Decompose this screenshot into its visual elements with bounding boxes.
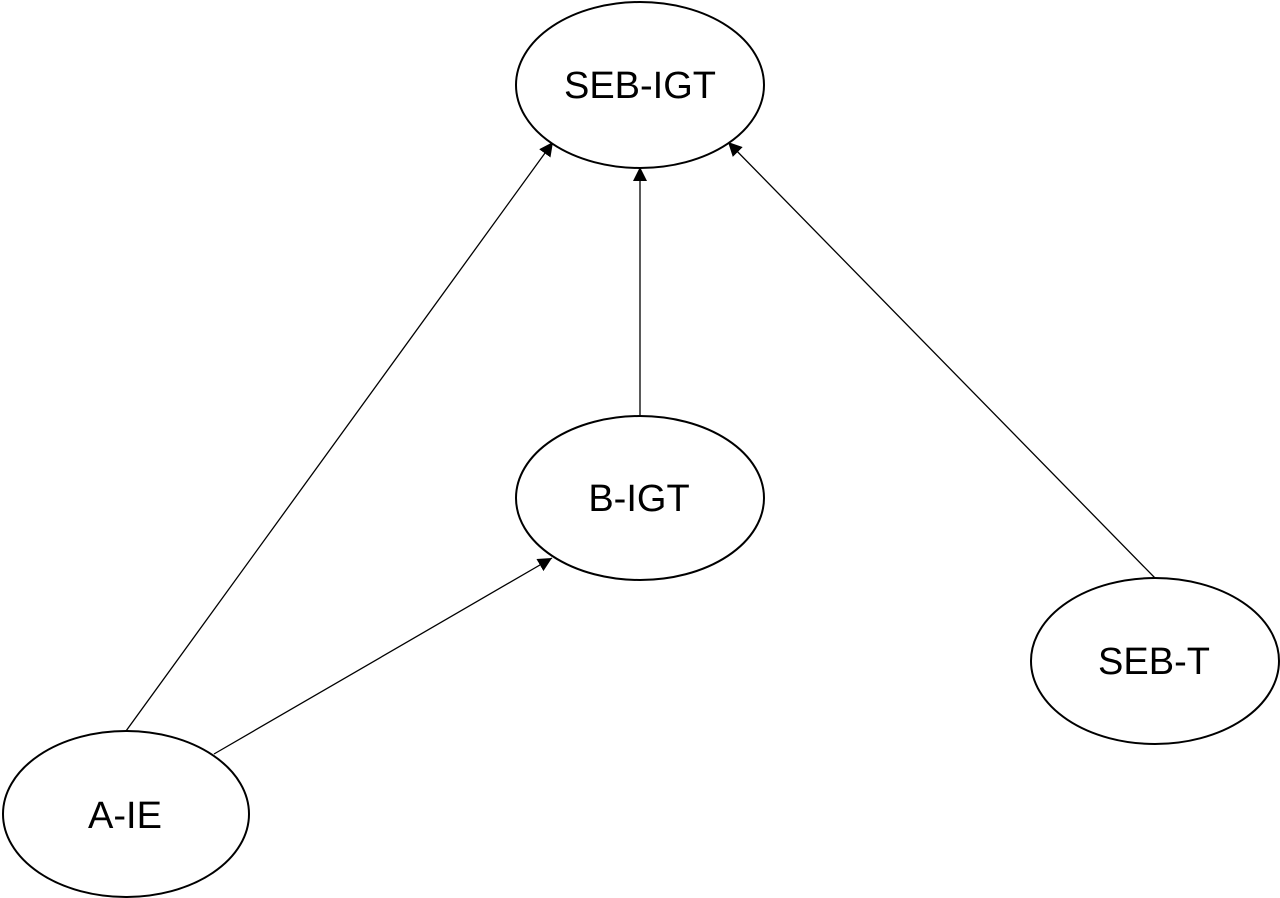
- node-a-ie-label: A-IE: [88, 795, 162, 837]
- node-a-ie-ellipse: [2, 730, 250, 898]
- node-seb-igt-ellipse: [515, 1, 765, 169]
- node-seb-igt-label: SEB-IGT: [564, 65, 716, 107]
- node-seb-t-ellipse: [1030, 577, 1280, 745]
- node-b-igt-label: B-IGT: [588, 478, 689, 520]
- edge-a-ie-to-b-igt: [213, 557, 553, 755]
- node-b-igt-ellipse: [515, 415, 765, 581]
- node-b-igt: B-IGT: [515, 415, 765, 581]
- node-a-ie: A-IE: [2, 730, 250, 898]
- node-seb-t: SEB-T: [1030, 577, 1280, 745]
- edges-group: [125, 141, 1156, 755]
- edge-a-ie-to-seb-igt: [125, 141, 554, 732]
- node-seb-t-label: SEB-T: [1098, 641, 1210, 683]
- node-seb-igt: SEB-IGT: [515, 1, 765, 169]
- edge-seb-t-to-seb-igt: [727, 141, 1156, 579]
